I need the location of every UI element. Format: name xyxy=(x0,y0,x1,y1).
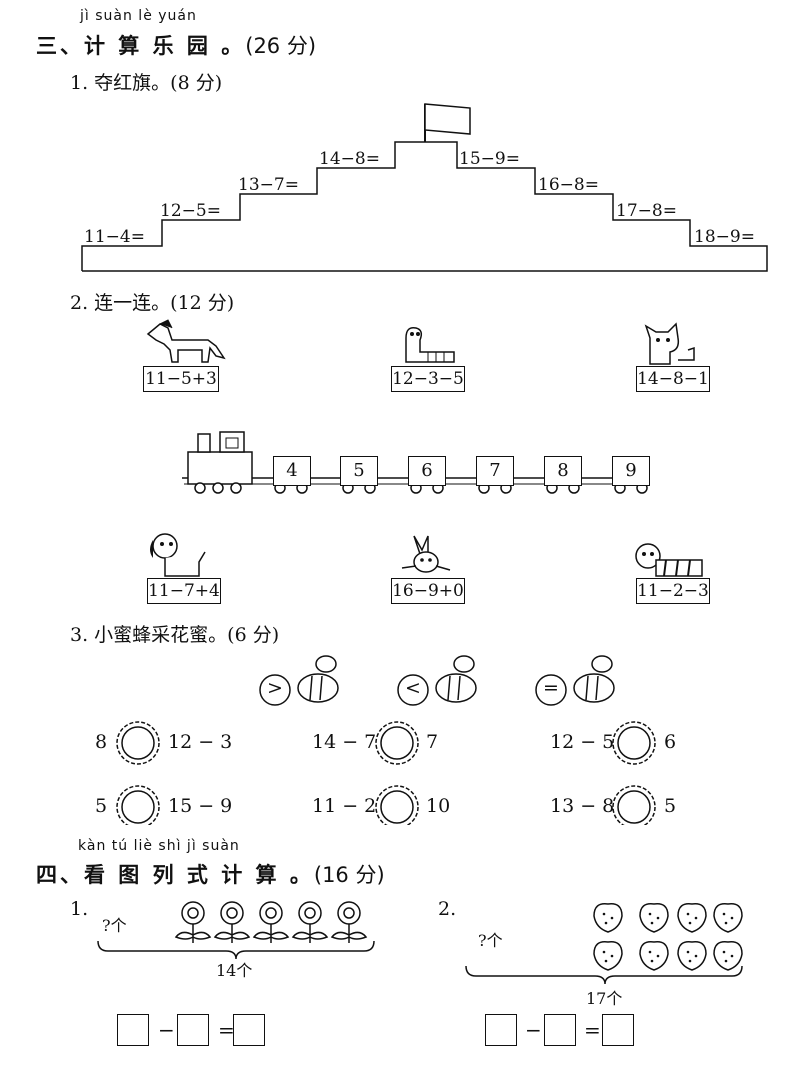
p1-answer-box-1[interactable] xyxy=(117,1014,149,1046)
symbol-equal: = xyxy=(543,677,559,699)
p1-total: 14个 xyxy=(216,961,253,980)
q1-title: 1. 夺红旗。(8 分) xyxy=(70,72,223,94)
step-5: 15−9= xyxy=(459,149,520,169)
section3-score: (26 分) xyxy=(245,34,317,58)
staircase-diagram xyxy=(81,103,768,272)
p2-brace xyxy=(465,965,743,985)
expr-top-3[interactable]: 14−8−1 xyxy=(636,366,710,392)
expr-top-1[interactable]: 11−5+3 xyxy=(143,366,219,392)
expr-bottom-2[interactable]: 16−9+0 xyxy=(391,578,465,604)
flower-icon xyxy=(174,901,368,943)
cmp-1-left: 8 xyxy=(95,731,108,753)
bee-legend xyxy=(259,655,615,706)
section3-title: 三、计 算 乐 园 。(26 分) xyxy=(36,30,316,60)
p2-answer-box-2[interactable] xyxy=(544,1014,576,1046)
step-4: 14−8= xyxy=(319,149,380,169)
cmp-1-right: 12 − 3 xyxy=(168,731,233,753)
cmp-2-left: 14 − 7 xyxy=(312,731,377,753)
p1-unknown: ?个 xyxy=(102,916,127,935)
p2-minus: − xyxy=(525,1018,542,1042)
cmp-4-left: 5 xyxy=(95,795,108,817)
expr-bottom-3[interactable]: 11−2−3 xyxy=(636,578,710,604)
rabbit-icon xyxy=(401,535,451,573)
cmp-5-right: 10 xyxy=(426,795,451,817)
flower-symbol-icon xyxy=(259,674,567,706)
p2-equals: = xyxy=(584,1018,601,1042)
train-car-2[interactable]: 5 xyxy=(340,456,378,486)
p2-number: 2. xyxy=(438,898,457,920)
cmp-2-right: 7 xyxy=(426,731,439,753)
train-car-3[interactable]: 6 xyxy=(408,456,446,486)
cmp-6-right: 5 xyxy=(664,795,677,817)
p1-answer-box-2[interactable] xyxy=(177,1014,209,1046)
tiger-icon xyxy=(635,543,703,577)
cat-icon xyxy=(644,322,695,365)
p2-answer-box-3[interactable] xyxy=(602,1014,634,1046)
train-car-6[interactable]: 9 xyxy=(612,456,650,486)
section4-score: (16 分) xyxy=(313,863,385,887)
p2-strawberries-illustration xyxy=(465,903,743,985)
p2-answer-box-1[interactable] xyxy=(485,1014,517,1046)
p2-unknown: ?个 xyxy=(478,931,503,950)
caterpillar-icon xyxy=(405,326,455,363)
dog-icon xyxy=(150,533,206,577)
horse-icon xyxy=(146,319,226,363)
expr-bottom-1[interactable]: 11−7+4 xyxy=(147,578,221,604)
step-2: 12−5= xyxy=(160,201,221,221)
comparison-flowers xyxy=(116,721,656,825)
step-7: 17−8= xyxy=(616,201,677,221)
p2-total: 17个 xyxy=(586,989,623,1008)
section3-pinyin: jì suàn lè yuán xyxy=(80,8,197,24)
p1-flowers-illustration xyxy=(97,901,375,960)
expr-top-2[interactable]: 12−3−5 xyxy=(391,366,465,392)
q2-title: 2. 连一连。(12 分) xyxy=(70,292,235,314)
step-8: 18−9= xyxy=(694,227,755,247)
staircase-outline xyxy=(81,141,768,272)
train-car-1[interactable]: 4 xyxy=(273,456,311,486)
p1-number: 1. xyxy=(70,898,89,920)
symbol-less: < xyxy=(405,677,421,699)
p1-minus: − xyxy=(158,1018,175,1042)
section4-title-text: 四、看 图 列 式 计 算 。 xyxy=(36,863,314,887)
strawberry-icon xyxy=(593,903,743,971)
p1-answer-box-3[interactable] xyxy=(233,1014,265,1046)
train-car-5[interactable]: 8 xyxy=(544,456,582,486)
cmp-6-left: 13 − 8 xyxy=(550,795,615,817)
step-3: 13−7= xyxy=(238,175,299,195)
section4-title: 四、看 图 列 式 计 算 。(16 分) xyxy=(36,859,385,889)
step-6: 16−8= xyxy=(538,175,599,195)
symbol-greater: > xyxy=(267,677,283,699)
section3-title-text: 三、计 算 乐 园 。 xyxy=(36,34,246,58)
p1-brace xyxy=(97,940,375,960)
cmp-3-right: 6 xyxy=(664,731,677,753)
train-car-4[interactable]: 7 xyxy=(476,456,514,486)
cmp-5-left: 11 − 2 xyxy=(312,795,377,817)
q3-title: 3. 小蜜蜂采花蜜。(6 分) xyxy=(70,624,280,646)
cmp-3-left: 12 − 5 xyxy=(550,731,615,753)
step-1: 11−4= xyxy=(84,227,145,247)
section4-pinyin: kàn tú liè shì jì suàn xyxy=(78,838,240,854)
flag-icon xyxy=(424,103,471,135)
bee-icon xyxy=(297,655,615,703)
cmp-4-right: 15 − 9 xyxy=(168,795,233,817)
p1-equals: = xyxy=(218,1018,235,1042)
